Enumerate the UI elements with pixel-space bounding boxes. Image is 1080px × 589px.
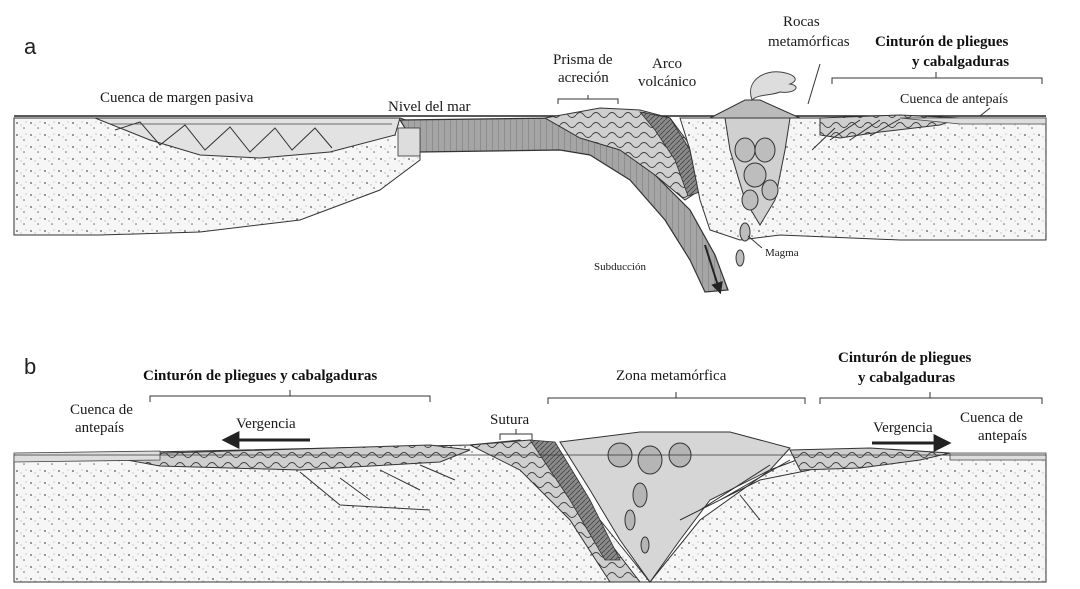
label-belt-a-line1: Cinturón de pliegues (875, 34, 1009, 50)
label-belt-right-line2: y cabalgaduras (858, 370, 955, 386)
label-arc-line2: volcánico (638, 74, 696, 90)
prism-bracket (558, 95, 618, 104)
trench-marker (398, 128, 420, 156)
label-foreland-a: Cuenca de antepaís (900, 92, 1008, 107)
label-prism-line2: acreción (558, 70, 609, 86)
label-arc-line1: Arco (652, 56, 682, 72)
label-belt-a-line2: y cabalgaduras (912, 54, 1009, 70)
suture-bracket (500, 429, 532, 440)
label-belt-right-line1: Cinturón de pliegues (838, 350, 972, 366)
label-prism-line1: Prisma de (553, 52, 613, 68)
meta-zone-bracket (548, 392, 805, 404)
label-sea-level: Nivel del mar (388, 99, 470, 115)
label-meta-line2: metamórficas (768, 34, 850, 50)
label-suture: Sutura (490, 412, 530, 428)
label-foreland-right-line1: Cuenca de (960, 410, 1023, 426)
panel-b-letter: b (24, 354, 36, 379)
label-subduction: Subducción (594, 261, 646, 273)
label-foreland-right-line2: antepaís (978, 428, 1027, 444)
belt-bracket-left (150, 390, 430, 402)
panel-a: a (14, 14, 1046, 292)
label-meta-line1: Rocas (783, 14, 820, 30)
label-foreland-left-line2: antepaís (75, 420, 124, 436)
label-passive-margin: Cuenca de margen pasiva (100, 90, 254, 106)
label-vergence-left: Vergencia (236, 416, 296, 432)
label-vergence-right: Vergencia (873, 420, 933, 436)
volcano-plume (751, 72, 797, 100)
label-magma: Magma (765, 247, 799, 259)
left-foreland-b (14, 451, 160, 462)
volcano-cone (710, 100, 800, 118)
label-meta-zone: Zona metamórfica (616, 368, 727, 384)
right-foreland-b (950, 453, 1046, 460)
belt-bracket-right (820, 392, 1042, 404)
panel-a-letter: a (24, 34, 37, 59)
foreland-pointer-a (980, 108, 990, 116)
label-belt-left: Cinturón de pliegues y cabalgaduras (143, 368, 377, 384)
meta-pointer (808, 64, 820, 104)
belt-bracket-a (832, 72, 1042, 84)
label-foreland-left-line1: Cuenca de (70, 402, 133, 418)
panel-b: b Cintu (14, 350, 1046, 582)
